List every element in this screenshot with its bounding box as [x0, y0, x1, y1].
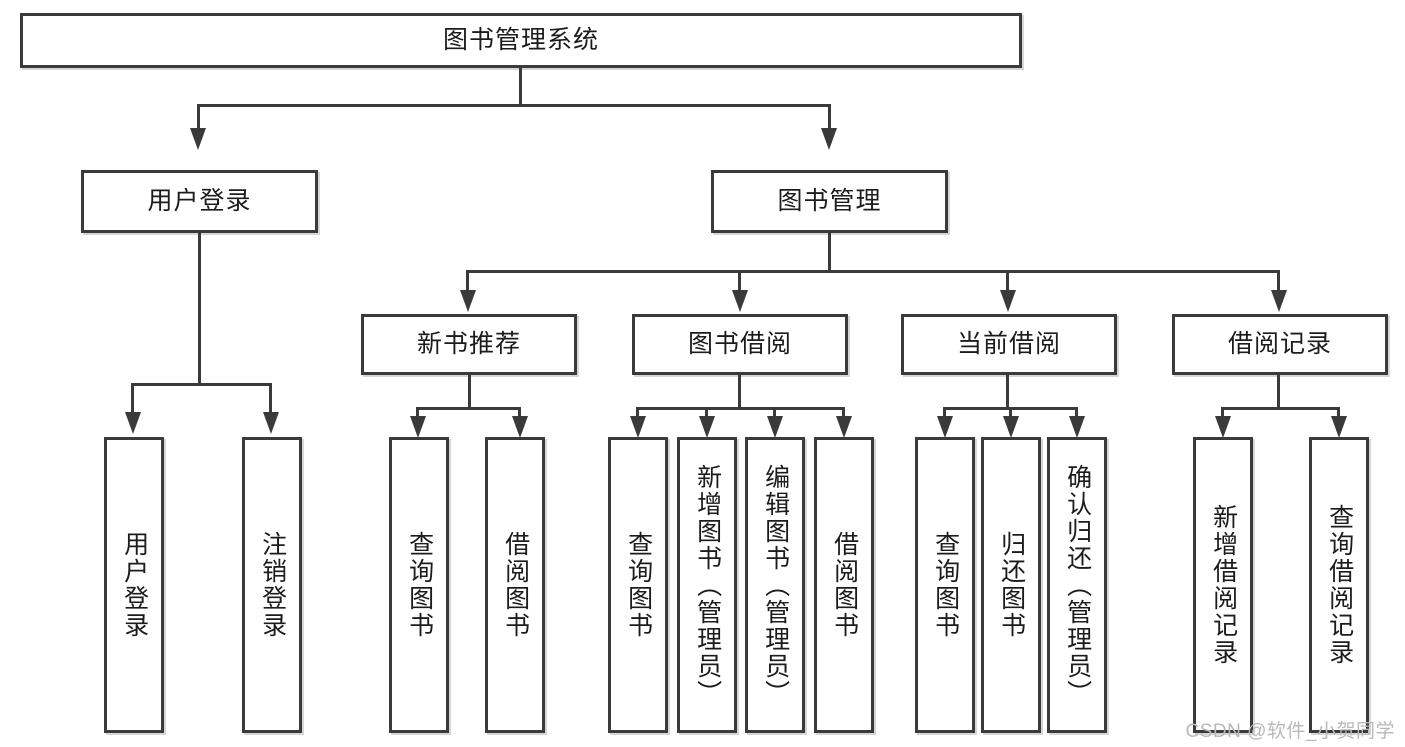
node-new-book-recommend[interactable]: 新书推荐: [361, 314, 577, 375]
arrow-newbook-leaf-1: [410, 416, 426, 438]
connector-newbook-drop-2: [518, 407, 521, 419]
node-label: 图书管理: [777, 186, 882, 215]
node-label: 借阅记录: [1227, 329, 1332, 358]
node-label: 新书推荐: [416, 329, 521, 358]
connector-borrowrecord-drop-2: [1337, 407, 1340, 419]
node-label: 归还图书: [997, 531, 1026, 639]
connector-bookborrow-drop-3: [773, 407, 776, 419]
leaf-newbook-borrow-book[interactable]: 借阅图书: [485, 437, 545, 733]
connector-newbook-drop-1: [416, 407, 419, 419]
node-label: 新增借阅记录: [1209, 504, 1238, 666]
arrow-to-user-login: [190, 128, 206, 150]
connector-root-drop-1: [197, 104, 200, 130]
node-label: 当前借阅: [956, 329, 1061, 358]
node-label: 图书借阅: [687, 329, 792, 358]
arrow-bookborrow-leaf-2: [699, 416, 715, 438]
connector-currentborrow-drop-2: [1009, 407, 1012, 419]
arrow-to-book-borrow: [732, 290, 748, 312]
connector-bookmanage-drop-3: [1006, 270, 1009, 292]
node-label: 查询图书: [624, 531, 653, 639]
arrow-borrowrecord-leaf-1: [1215, 416, 1231, 438]
arrow-to-leaf-logout: [263, 412, 279, 434]
connector-newbook-stem: [468, 375, 471, 407]
connector-bookborrow-drop-4: [842, 407, 845, 419]
node-label: 新增图书（管理员）: [693, 463, 722, 707]
connector-borrowrecord-stem: [1277, 375, 1280, 407]
node-label: 查询借阅记录: [1325, 504, 1354, 666]
node-label: 确认归还（管理员）: [1063, 463, 1092, 707]
leaf-bookborrow-add-book[interactable]: 新增图书（管理员）: [677, 437, 737, 733]
connector-bookmanage-bus: [466, 270, 1280, 273]
node-borrow-record[interactable]: 借阅记录: [1172, 314, 1388, 375]
connector-userlogin-drop-1: [131, 383, 134, 415]
leaf-bookborrow-borrow-book[interactable]: 借阅图书: [814, 437, 874, 733]
node-label: 图书管理系统: [442, 25, 599, 54]
arrow-bookborrow-leaf-3: [767, 416, 783, 438]
connector-bookmanage-stem: [828, 233, 831, 270]
connector-userlogin-bus: [131, 383, 269, 386]
arrow-currentborrow-leaf-3: [1069, 416, 1085, 438]
arrow-to-new-book: [460, 290, 476, 312]
arrow-bookborrow-leaf-1: [630, 416, 646, 438]
node-label: 查询图书: [931, 531, 960, 639]
node-label: 用户登录: [147, 186, 252, 215]
leaf-logout[interactable]: 注销登录: [242, 437, 302, 733]
node-root-system[interactable]: 图书管理系统: [20, 13, 1022, 68]
connector-bookmanage-drop-4: [1277, 270, 1280, 292]
connector-bookmanage-drop-1: [466, 270, 469, 292]
leaf-user-login[interactable]: 用户登录: [104, 437, 164, 733]
connector-root-drop-2: [828, 104, 831, 130]
leaf-borrowrecord-add-record[interactable]: 新增借阅记录: [1193, 437, 1253, 733]
arrow-to-book-manage: [821, 128, 837, 150]
arrow-newbook-leaf-2: [512, 416, 528, 438]
connector-bookborrow-drop-2: [705, 407, 708, 419]
node-label: 借阅图书: [830, 531, 859, 639]
connector-userlogin-stem: [198, 233, 201, 383]
connector-currentborrow-drop-1: [943, 407, 946, 419]
connector-root-bus: [197, 104, 831, 107]
node-label: 编辑图书（管理员）: [761, 463, 790, 707]
connector-bookborrow-stem: [738, 375, 741, 407]
node-label: 查询图书: [405, 531, 434, 639]
arrow-borrowrecord-leaf-2: [1331, 416, 1347, 438]
arrow-currentborrow-leaf-2: [1003, 416, 1019, 438]
leaf-currentborrow-return-book[interactable]: 归还图书: [981, 437, 1041, 733]
arrow-to-current-borrow: [1000, 290, 1016, 312]
connector-root-stem: [519, 68, 522, 104]
connector-bookborrow-bus: [636, 407, 845, 410]
connector-userlogin-drop-2: [269, 383, 272, 415]
connector-borrowrecord-bus: [1221, 407, 1339, 410]
connector-currentborrow-drop-3: [1075, 407, 1078, 419]
leaf-currentborrow-confirm-return[interactable]: 确认归还（管理员）: [1047, 437, 1107, 733]
leaf-currentborrow-query-book[interactable]: 查询图书: [915, 437, 975, 733]
arrow-to-leaf-user-login: [125, 412, 141, 434]
node-book-manage[interactable]: 图书管理: [711, 170, 948, 233]
node-book-borrow[interactable]: 图书借阅: [632, 314, 848, 375]
leaf-newbook-query-book[interactable]: 查询图书: [389, 437, 449, 733]
leaf-bookborrow-edit-book[interactable]: 编辑图书（管理员）: [745, 437, 805, 733]
arrow-bookborrow-leaf-4: [836, 416, 852, 438]
connector-borrowrecord-drop-1: [1221, 407, 1224, 419]
arrow-to-borrow-record: [1271, 290, 1287, 312]
node-label: 借阅图书: [501, 531, 530, 639]
connector-bookborrow-drop-1: [636, 407, 639, 419]
node-current-borrow[interactable]: 当前借阅: [901, 314, 1117, 375]
connector-newbook-bus: [416, 407, 521, 410]
connector-currentborrow-stem: [1006, 375, 1009, 407]
arrow-currentborrow-leaf-1: [937, 416, 953, 438]
node-user-login[interactable]: 用户登录: [81, 170, 318, 233]
leaf-borrowrecord-query-record[interactable]: 查询借阅记录: [1309, 437, 1369, 733]
node-label: 注销登录: [258, 531, 287, 639]
leaf-bookborrow-query-book[interactable]: 查询图书: [608, 437, 668, 733]
node-label: 用户登录: [120, 531, 149, 639]
connector-bookmanage-drop-2: [738, 270, 741, 292]
